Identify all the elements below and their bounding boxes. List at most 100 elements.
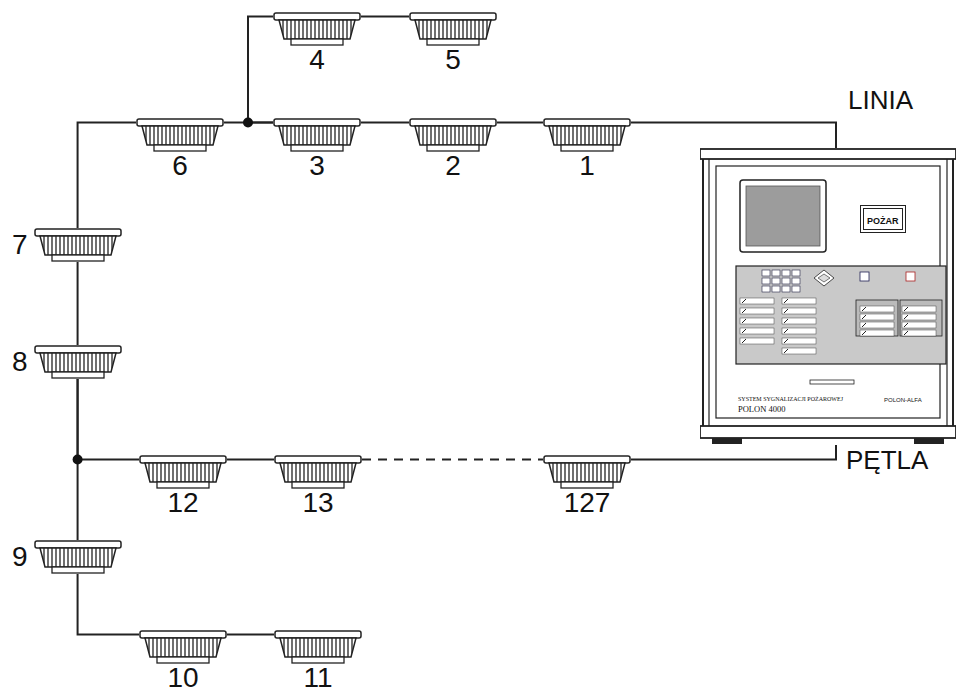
detector-base: [137, 119, 223, 126]
panel-detail: [818, 274, 830, 282]
panel-detail: [742, 309, 746, 313]
fire-detector: 3: [273, 118, 361, 180]
detector-icon: [274, 455, 362, 489]
detector-body: [280, 463, 356, 482]
panel-detail: [792, 278, 800, 284]
detector-cap: [52, 255, 104, 261]
detector-cap: [52, 372, 104, 378]
detector-cap: [427, 39, 479, 45]
panel-detail: [746, 186, 820, 246]
panel-detail: [904, 315, 908, 319]
wire: [77, 262, 79, 345]
panel-detail: [914, 438, 944, 444]
panel-detail: [742, 339, 746, 343]
detector-icon: [139, 455, 227, 489]
panel-detail: [736, 266, 946, 364]
panel-detail: [740, 308, 774, 314]
wire: [497, 122, 543, 124]
panel-detail: [762, 286, 770, 292]
fire-detector: 6: [136, 118, 224, 180]
fire-detector: 1: [543, 118, 631, 180]
panel-detail: [708, 159, 709, 426]
panel-detail: [860, 272, 869, 281]
detector-icon: [409, 118, 497, 152]
detector-icon: [409, 12, 497, 46]
detector-body: [549, 463, 625, 482]
panel-detail: [700, 426, 956, 438]
fire-detector: 12: [139, 455, 227, 517]
panel-detail: [860, 314, 894, 320]
panel-detail: [740, 338, 774, 344]
wire: [361, 122, 409, 124]
detector-body: [279, 126, 355, 145]
control-panel: SYSTEM SYGNALIZACJI POŻAROWEJPOLON 4000P…: [700, 148, 956, 445]
detector-number: 10: [167, 664, 198, 692]
panel-detail: [782, 286, 790, 292]
panel-detail: [740, 298, 774, 304]
wire: [631, 445, 836, 460]
detector-icon: [139, 630, 227, 664]
panel-detail: [860, 322, 894, 328]
detector-number: 5: [445, 46, 461, 74]
panel-detail: [703, 156, 953, 428]
panel-detail: [904, 331, 908, 335]
detector-icon: [34, 228, 122, 262]
fire-detector: 127: [543, 455, 631, 517]
panel-detail: [762, 278, 770, 284]
panel-detail: [902, 306, 936, 312]
fire-detector: 13: [274, 455, 362, 517]
panel-detail: [860, 330, 894, 336]
panel-detail: [784, 349, 788, 353]
detector-base: [275, 631, 361, 638]
panel-detail: [742, 299, 746, 303]
panel-detail: [792, 286, 800, 292]
panel-detail: [784, 299, 788, 303]
panel-detail: [784, 309, 788, 313]
detector-base: [274, 13, 360, 20]
detector-icon: [543, 118, 631, 152]
detector-base: [410, 119, 496, 126]
alarm-indicator-text: POŻAR: [867, 216, 899, 226]
detector-base: [544, 456, 630, 463]
panel-detail: [902, 314, 936, 320]
wire: [227, 634, 274, 636]
wire: [78, 379, 139, 460]
detector-number: 3: [309, 152, 325, 180]
alarm-indicator: POŻAR: [860, 205, 906, 233]
detector-base: [275, 456, 361, 463]
detector-cap: [52, 567, 104, 573]
panel-detail: [740, 318, 774, 324]
panel-detail: [814, 270, 834, 286]
panel-detail: [712, 438, 742, 444]
detector-number: 127: [564, 489, 611, 517]
detector-icon: [543, 455, 631, 489]
fire-detector: 4: [273, 12, 361, 74]
panel-detail: [740, 328, 774, 334]
panel-detail: [862, 331, 866, 335]
panel-detail: [862, 323, 866, 327]
detector-cap: [157, 657, 209, 663]
panel-detail: [782, 318, 816, 324]
panel-detail: [810, 380, 854, 384]
detector-base: [544, 119, 630, 126]
panel-detail: [862, 315, 866, 319]
detector-cap: [427, 145, 479, 151]
detector-icon: [34, 540, 122, 574]
panel-detail: [904, 323, 908, 327]
junction-dot: [73, 455, 83, 465]
detector-icon: [273, 12, 361, 46]
panel-detail: [782, 328, 816, 334]
panel-detail: [772, 270, 780, 276]
panel-detail: [782, 348, 816, 354]
detector-base: [35, 346, 121, 353]
panel-detail: [782, 308, 816, 314]
detector-number: 9: [12, 543, 28, 571]
wire: [78, 123, 136, 229]
panel-detail: [904, 307, 908, 311]
detector-body: [549, 126, 625, 145]
panel-detail: [782, 278, 790, 284]
detector-body: [40, 548, 116, 567]
panel-detail: [860, 306, 894, 312]
wire: [227, 459, 274, 461]
